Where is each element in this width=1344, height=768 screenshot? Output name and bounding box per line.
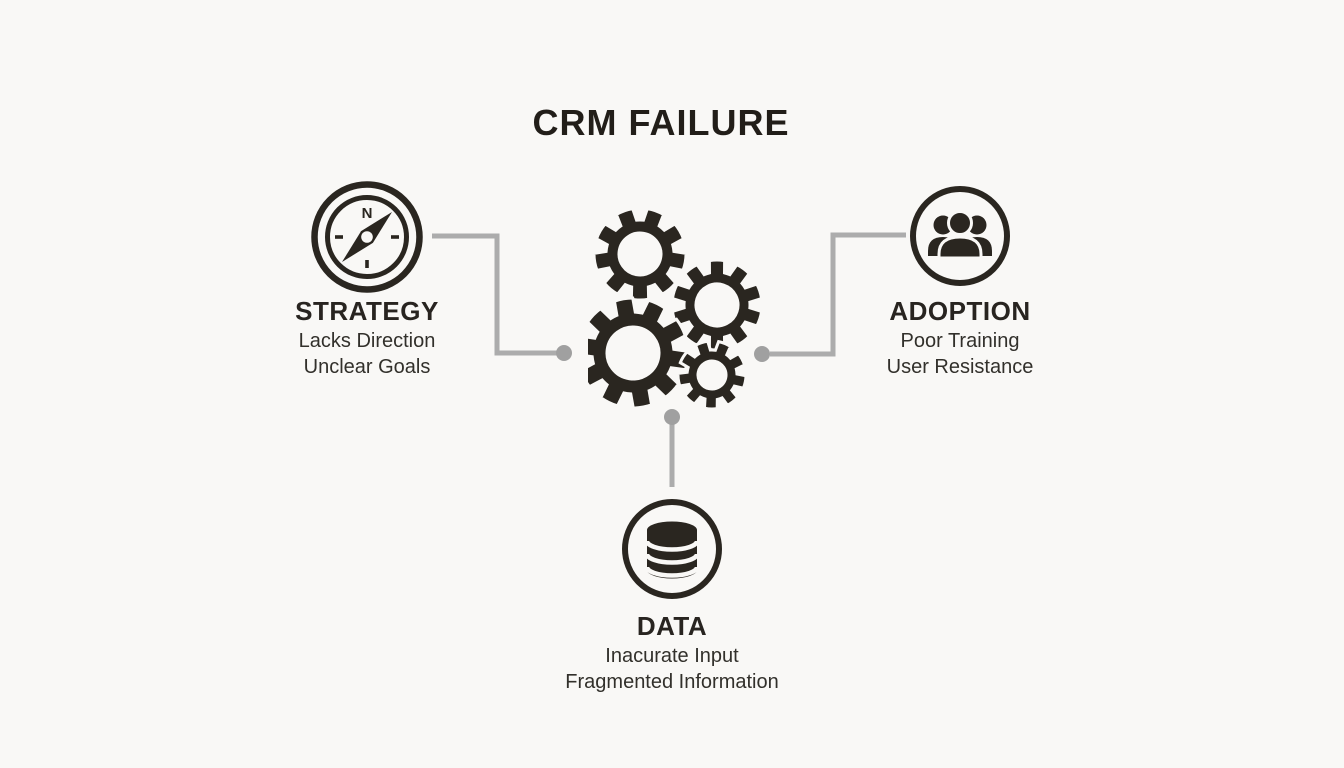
- strategy-line-1: Lacks Direction: [298, 329, 436, 352]
- data-label: DATA: [636, 611, 708, 641]
- adoption-node: ADOPTION Poor Training User Resistance: [820, 296, 1100, 380]
- strategy-line-2: Unclear Goals: [303, 356, 431, 379]
- strategy-label: STRATEGY: [295, 296, 439, 326]
- adoption-label: ADOPTION: [889, 296, 1031, 326]
- compass-icon: N: [311, 181, 423, 293]
- page-title: CRM FAILURE: [532, 102, 790, 143]
- gears-icon: [588, 206, 764, 411]
- database-icon: [622, 499, 722, 599]
- data-node: DATA Inacurate Input Fragmented Informat…: [532, 611, 812, 695]
- data-line-1: Inacurate Input: [605, 644, 739, 667]
- adoption-line-2: User Resistance: [886, 356, 1034, 379]
- svg-text:N: N: [362, 205, 373, 222]
- adoption-line-1: Poor Training: [900, 329, 1020, 352]
- strategy-node: STRATEGY Lacks Direction Unclear Goals: [227, 296, 507, 380]
- data-line-2: Fragmented Information: [565, 671, 779, 694]
- users-icon: [910, 186, 1010, 286]
